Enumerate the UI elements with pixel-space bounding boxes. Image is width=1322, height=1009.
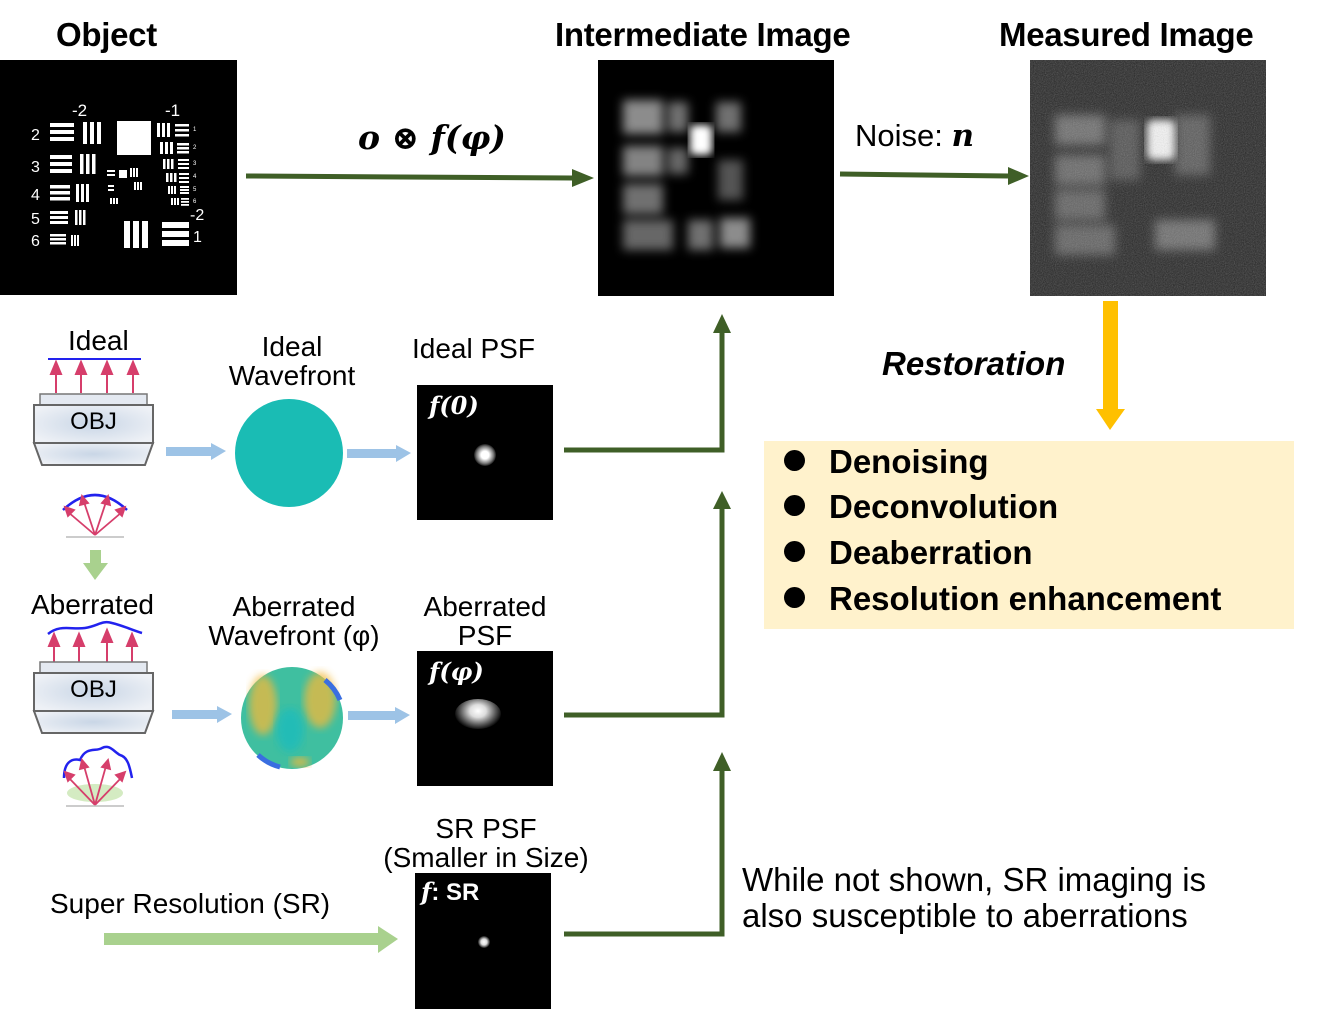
- super-resolution-arrow: [104, 926, 398, 953]
- aberrated-wavefront-label: Aberrated Wavefront (φ): [184, 592, 404, 650]
- sr-psf-label: SR PSF (Smaller in Size): [362, 814, 610, 872]
- restoration-item-label: Resolution enhancement: [829, 580, 1222, 617]
- usaf-element-label: 2: [31, 127, 40, 144]
- ideal-wavefront-label-line2: Wavefront: [228, 360, 356, 391]
- sr-psf-symbol-f: f: [421, 877, 432, 906]
- restoration-item-label: Deconvolution: [829, 488, 1059, 525]
- ideal-wavefront-label-line1: Ideal: [261, 331, 323, 362]
- ideal-objective-label: Ideal: [68, 325, 129, 356]
- object-title: Object: [56, 16, 157, 53]
- ideal-wavefront-label: Ideal Wavefront: [218, 332, 366, 390]
- usaf-element-label: 4: [193, 174, 197, 180]
- noise-arrow: [839, 167, 1029, 185]
- usaf-group-label: -2: [190, 207, 204, 224]
- ideal-psf-symbol: f(0): [429, 391, 479, 420]
- measured-image: [1030, 60, 1266, 296]
- usaf-group-label: 1: [193, 229, 202, 246]
- ideal-objective-icon: [32, 358, 155, 538]
- ideal-wavefront-to-psf-arrow: [347, 445, 411, 462]
- convolution-arrow: [245, 169, 594, 187]
- super-resolution-label: Super Resolution (SR): [50, 888, 331, 919]
- measured-image-title: Measured Image: [999, 16, 1254, 53]
- sr-psf-label-line2: (Smaller in Size): [383, 842, 589, 873]
- ideal-psf-feed-arrow: [564, 314, 731, 453]
- aberrated-obj-to-wavefront-arrow: [172, 706, 232, 723]
- bullet-icon: [784, 494, 805, 516]
- sr-psf-image: f: SR: [415, 873, 551, 1009]
- noise-prefix: Noise:: [855, 118, 943, 153]
- aberrated-psf-spot: [455, 699, 501, 729]
- ideal-obj-to-wavefront-arrow: [166, 443, 226, 460]
- sr-note-line1: While not shown, SR imaging is: [742, 861, 1207, 898]
- usaf-element-label: 5: [31, 211, 40, 228]
- aberrated-psf-feed-arrow: [564, 491, 731, 718]
- restoration-item-deconvolution: Deconvolution: [784, 488, 1058, 526]
- intermediate-image: [598, 60, 834, 296]
- noise-label: Noise: n: [855, 118, 974, 154]
- ideal-objective-text: OBJ: [70, 408, 117, 435]
- restoration-item-deaberration: Deaberration: [784, 534, 1033, 572]
- ideal-psf-spot: [474, 444, 496, 466]
- bullet-icon: [784, 586, 805, 608]
- usaf-element-label: 3: [31, 159, 40, 176]
- restoration-item-resolution-enhancement: Resolution enhancement: [784, 580, 1221, 618]
- sr-psf-symbol-text: : SR: [431, 879, 480, 906]
- ideal-psf-image: f(0): [417, 385, 553, 520]
- ideal-wavefront-circle: [235, 399, 343, 507]
- usaf-element-label: 6: [193, 199, 197, 205]
- intermediate-image-title: Intermediate Image: [555, 16, 851, 53]
- aberrated-objective-text: OBJ: [70, 676, 117, 703]
- aberrated-psf-image: f(φ): [417, 651, 553, 786]
- usaf-element-label: 5: [193, 187, 197, 193]
- aberrated-wavefront-label-line1: Aberrated: [232, 591, 356, 622]
- aberrated-wavefront-label-line2: Wavefront (φ): [208, 620, 380, 651]
- restoration-label: Restoration: [882, 345, 1066, 382]
- ideal-to-aberrated-down-arrow: [83, 550, 108, 580]
- restoration-methods-box: Denoising Deconvolution Deaberration Res…: [764, 441, 1294, 629]
- aberrated-psf-label-line1: Aberrated: [423, 591, 547, 622]
- sr-psf-label-line1: SR PSF: [435, 813, 537, 844]
- bullet-icon: [784, 540, 805, 562]
- ideal-psf-label: Ideal PSF: [412, 333, 535, 364]
- convolution-equation: o ⊗ f(φ): [358, 118, 506, 157]
- sr-psf-feed-arrow: [564, 752, 731, 937]
- aberrated-wavefront-to-psf-arrow: [348, 707, 410, 724]
- restoration-item-label: Deaberration: [829, 534, 1033, 571]
- sr-psf-symbol: f: SR: [421, 877, 479, 907]
- sr-aberration-note: While not shown, SR imaging is also susc…: [742, 862, 1206, 934]
- usaf-group-label: -2: [72, 101, 87, 120]
- usaf-element-label: 4: [31, 187, 40, 204]
- bullet-icon: [784, 449, 805, 471]
- usaf-element-label: 1: [193, 127, 197, 133]
- restoration-arrow: [1096, 301, 1125, 430]
- object-image-usaf-target: -2 -1 -2 1 2 3 4 5 6 1 2 3 4 5 6: [0, 60, 237, 295]
- noise-symbol: n: [951, 118, 975, 154]
- blurred-target-graphic: [623, 100, 750, 250]
- noisy-target-graphic: [1030, 60, 1266, 296]
- aberrated-psf-symbol: f(φ): [429, 657, 484, 686]
- aberrated-psf-label: Aberrated PSF: [410, 592, 560, 650]
- usaf-element-label: 3: [193, 161, 197, 167]
- sr-psf-spot: [478, 936, 490, 948]
- usaf-element-label: 6: [31, 233, 40, 250]
- aberrated-objective-icon: [32, 620, 155, 807]
- aberrated-wavefront-circle: [241, 667, 343, 770]
- usaf-target-graphic: -2 -1 -2 1 2 3 4 5 6 1 2 3 4 5 6: [31, 101, 204, 250]
- aberrated-objective-label: Aberrated: [31, 589, 154, 620]
- restoration-item-label: Denoising: [829, 443, 989, 480]
- aberrated-psf-label-line2: PSF: [457, 620, 513, 651]
- sr-note-line2: also susceptible to aberrations: [742, 897, 1188, 934]
- restoration-item-denoising: Denoising: [784, 443, 989, 481]
- usaf-group-label: -1: [165, 101, 180, 120]
- usaf-element-label: 2: [193, 145, 197, 151]
